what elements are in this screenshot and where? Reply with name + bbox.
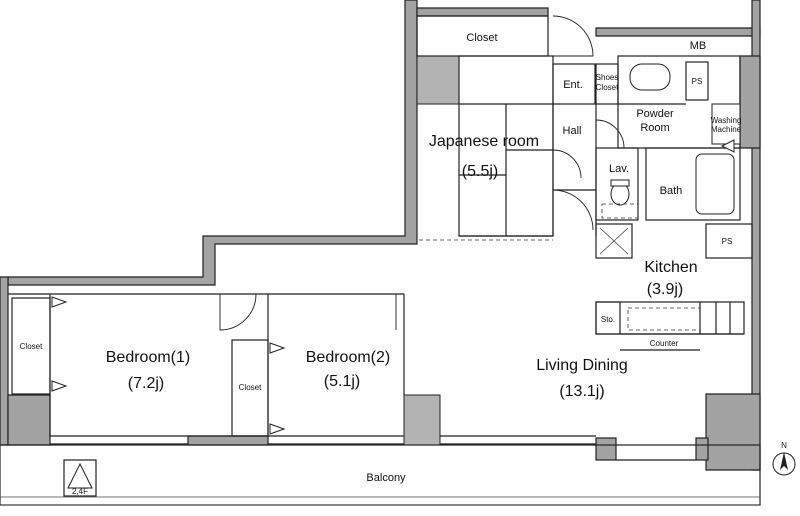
outer-wall-top [416, 7, 549, 17]
floor-mark-box [63, 459, 97, 497]
closet-door-mark [51, 296, 68, 308]
closet-door-mark [269, 342, 286, 354]
counter-label: Counter [650, 339, 679, 348]
sto-label: Sto. [601, 315, 615, 324]
closet-left-box [11, 297, 51, 395]
door-powder [595, 119, 625, 149]
bath-box [645, 147, 741, 221]
closet-door-mark [720, 139, 735, 153]
bedroom1-size: (7.2j) [128, 375, 164, 392]
lav-counter [601, 203, 639, 219]
floor-mark-label: 2,4F [72, 487, 88, 496]
fridge-space [595, 223, 633, 259]
japanese-room-name: Japanese room [429, 133, 539, 150]
living-dining-size: (13.1j) [559, 383, 604, 400]
shoes-closet-label-2: Closet [596, 83, 619, 92]
lavatory-box [595, 147, 639, 221]
shoes-closet-label-1: Shoes [596, 73, 619, 82]
powder-room-label-2: Room [640, 122, 669, 134]
bottom-bay-wall [595, 437, 617, 461]
washing-machine-label-2: Machine [711, 125, 742, 134]
kitchen-size: (3.9j) [647, 281, 683, 298]
outer-wall-upper-left [7, 0, 418, 286]
outer-wall-left [0, 276, 9, 446]
ps-kitchen-label: PS [722, 237, 733, 246]
living-dining-name: Living Dining [536, 357, 628, 374]
storage-box [595, 301, 621, 335]
powder-sink [629, 63, 671, 91]
japanese-room-size: (5.5j) [462, 163, 498, 180]
ps-top-label: PS [692, 77, 703, 86]
north-label: N [781, 441, 787, 450]
door-bedroom2 [360, 293, 397, 330]
bath-label: Bath [660, 185, 683, 197]
closet-door-mark [51, 380, 68, 392]
kitchen-counter [595, 301, 745, 335]
door-hall-living [552, 189, 594, 231]
left-wall-block [7, 394, 51, 446]
door-front [552, 15, 594, 57]
bottom-bay-wall-right [695, 437, 709, 461]
outer-wall-top-right [595, 27, 761, 37]
powder-room-label-1: Powder [636, 108, 674, 120]
hall-label: Hall [563, 125, 582, 137]
pillar-center [403, 394, 441, 446]
balcony-label: Balcony [366, 472, 406, 484]
entrance-box [552, 63, 596, 105]
tatami-mats [459, 103, 553, 237]
north-compass [772, 452, 796, 476]
bedroom1-name: Bedroom(1) [106, 349, 190, 366]
ent-label: Ent. [563, 79, 583, 91]
bathtub-icon [695, 153, 735, 215]
washing-machine-label-1: Washing [711, 116, 742, 125]
pillar-japanese-room [416, 55, 460, 105]
bottom-wall-segment [187, 435, 269, 446]
stove-outline [627, 307, 701, 331]
toilet-tank [610, 179, 630, 187]
right-wall-block-upper [739, 55, 761, 149]
bedroom2-size: (5.1j) [324, 373, 360, 390]
kitchen-name: Kitchen [644, 259, 697, 276]
floor-mark-triangle [67, 462, 93, 489]
right-wall-block-lower [705, 393, 761, 471]
door-japanese [552, 149, 582, 179]
ps-top-box [685, 61, 709, 101]
closet-left-label: Closet [20, 342, 43, 351]
mb-label: MB [690, 40, 707, 52]
ps-kitchen-box [705, 223, 753, 259]
closet-door-mark [269, 423, 286, 435]
bedroom2-name: Bedroom(2) [306, 349, 390, 366]
door-bedroom1 [219, 293, 257, 331]
lav-label: Lav. [609, 163, 629, 175]
closet-top-label: Closet [466, 32, 497, 44]
closet-mid-label: Closet [239, 383, 262, 392]
